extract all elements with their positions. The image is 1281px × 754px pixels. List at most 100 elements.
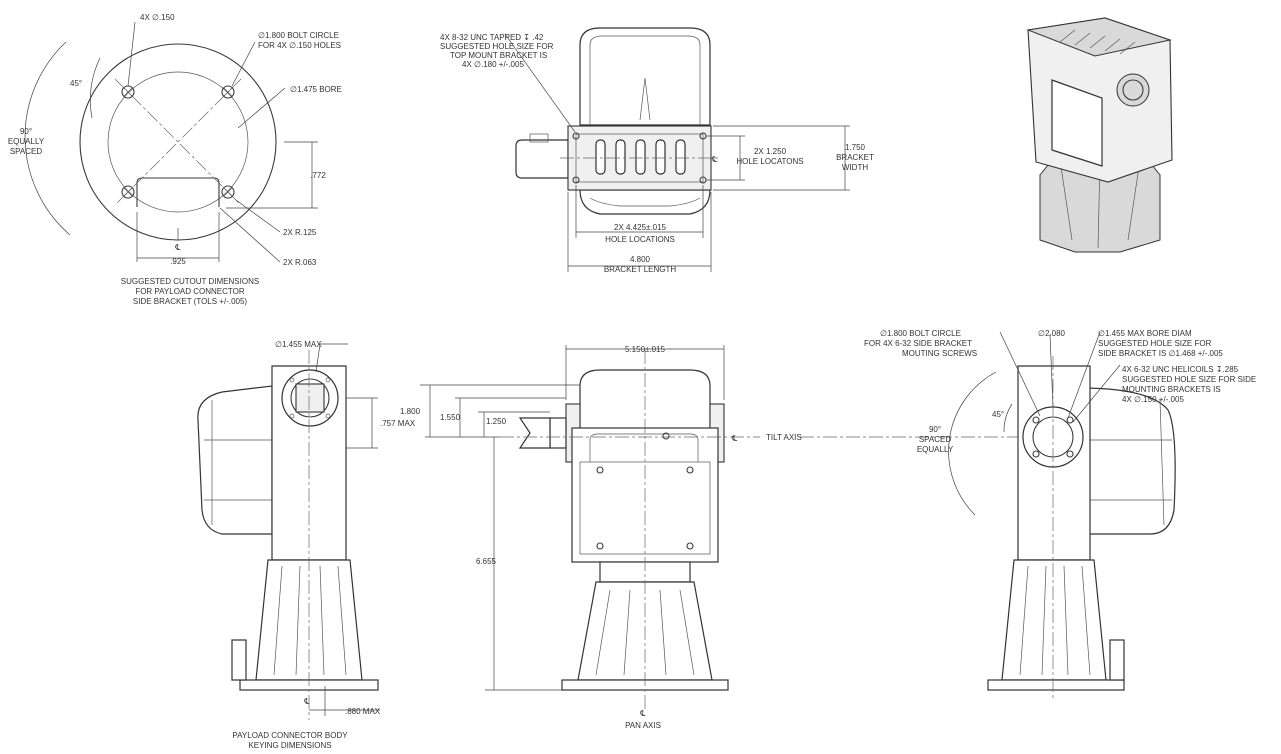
top-slot-5 <box>675 139 686 175</box>
top-bracket-length-label: 4.800 <box>630 255 651 264</box>
left-connector <box>231 639 247 681</box>
top-hole-length-label: 2X 4.425±.015 <box>614 223 667 232</box>
top-tapped-label: 4X 8-32 UNC TAPPED ↧ .42 <box>440 33 544 42</box>
cutout-90deg-arc <box>24 41 71 236</box>
cutout-note-line2: FOR PAYLOAD CONNECTOR <box>135 287 245 296</box>
left-note-line2: KEYING DIMENSIONS <box>248 741 331 750</box>
front-tilt-centerline-symbol: ℄ <box>731 434 738 443</box>
top-connector-body <box>515 139 569 179</box>
left-bulge <box>197 385 273 535</box>
top-hole-length-label-2: HOLE LOCATIONS <box>605 235 675 244</box>
front-1550-label: 1.550 <box>440 413 461 422</box>
front-tilt-axis-label: TILT AXIS <box>766 433 802 442</box>
right-foot <box>987 679 1125 691</box>
top-base <box>579 189 711 215</box>
top-tapped-label-4: 4X ∅.180 +/-.005 <box>462 60 524 69</box>
right-heli-label-2: SUGGESTED HOLE SIZE FOR SIDE <box>1122 375 1256 384</box>
front-screw-3 <box>596 542 604 550</box>
top-view: 4X 8-32 UNC TAPPED ↧ .42 SUGGESTED HOLE … <box>440 27 874 274</box>
front-screw-1 <box>596 466 604 474</box>
right-bulge <box>1079 387 1176 535</box>
right-pedestal <box>1001 559 1107 681</box>
iso-tilt-flange <box>1116 73 1150 107</box>
top-slot-4 <box>655 139 666 175</box>
cutout-bolt-circle-label: ∅1.800 BOLT CIRCLE <box>258 31 339 40</box>
cutout-centerline-a <box>114 78 242 206</box>
top-hole-loc-label: 2X 1.250 <box>754 147 787 156</box>
right-spaced-label: SPACED <box>919 435 952 444</box>
left-side-view: ∅1.455 MAX .757 MAX ℄ .880 MAX PAYLOAD C… <box>197 340 416 750</box>
top-slot-2 <box>615 139 626 175</box>
isometric-view <box>1026 17 1173 253</box>
right-2080-label: ∅2.080 <box>1038 329 1066 338</box>
top-slot-3 <box>635 139 646 175</box>
left-max-bore-label: ∅1.455 MAX <box>275 340 322 349</box>
top-slot-1 <box>595 139 606 175</box>
left-880-label: .880 MAX <box>345 707 381 716</box>
cutout-hole-br <box>221 185 235 199</box>
cutout-hole-tl <box>121 85 135 99</box>
right-bore-label-2: SUGGESTED HOLE SIZE FOR <box>1098 339 1212 348</box>
right-heli-2 <box>1066 416 1074 424</box>
cutout-note-line3: SIDE BRACKET (TOLS +/-.005) <box>133 297 248 306</box>
top-bracket-width-label-3: WIDTH <box>842 163 868 172</box>
front-screw-4 <box>686 542 694 550</box>
front-1800-label: 1.800 <box>400 407 421 416</box>
top-tapped-label-3: TOP MOUNT BRACKET IS <box>450 51 547 60</box>
right-connector <box>1109 639 1125 681</box>
iso-top-bracket <box>1026 17 1172 57</box>
top-centerline-symbol: ℄ <box>711 155 718 164</box>
cutout-centerline-symbol: ℄ <box>174 243 181 252</box>
right-heli-3 <box>1032 450 1040 458</box>
cutout-centerline-b <box>114 78 242 206</box>
cutout-bore-label: ∅1.475 BORE <box>290 85 342 94</box>
right-45deg-arc <box>1003 403 1013 433</box>
top-hole-bl <box>572 176 580 184</box>
left-note-line1: PAYLOAD CONNECTOR BODY <box>232 731 348 740</box>
cutout-r063-label: 2X R.063 <box>283 258 317 267</box>
left-centerline-symbol: ℄ <box>303 697 310 706</box>
left-key-slot <box>295 383 325 413</box>
top-bracket-width-label-2: BRACKET <box>836 153 874 162</box>
right-45deg-label: 45° <box>992 410 1004 419</box>
right-bore-label: ∅1.455 MAX BORE DIAM <box>1098 329 1192 338</box>
cutout-hole-bl <box>121 185 135 199</box>
front-pan-centerline-symbol: ℄ <box>639 709 646 718</box>
right-heli-label: 4X 6-32 UNC HELICOILS ↧.285 <box>1122 365 1239 374</box>
front-connector <box>518 417 551 449</box>
cutout-772-label: .772 <box>310 171 326 180</box>
front-1250-label: 1.250 <box>486 417 507 426</box>
cutout-45deg-arc <box>89 57 101 119</box>
top-tapped-label-2: SUGGESTED HOLE SIZE FOR <box>440 42 554 51</box>
front-tilt-hub <box>549 417 567 449</box>
cutout-equally-label: EQUALLY <box>8 137 45 146</box>
top-hole-tl <box>572 132 580 140</box>
right-heli-label-4: 4X ∅.150 +/-.005 <box>1122 395 1184 404</box>
cutout-hole-tr <box>221 85 235 99</box>
front-view: 5.150±.015 1.800 1.550 1.250 6.655 ℄ TIL… <box>400 345 1030 730</box>
right-heli-4 <box>1066 450 1074 458</box>
cutout-view: 4X ∅.150 ∅1.800 BOLT CIRCLE FOR 4X ∅.150… <box>8 13 342 306</box>
front-width-label: 5.150±.015 <box>625 345 666 354</box>
top-upper-housing <box>579 27 711 126</box>
right-bore-label-3: SIDE BRACKET IS ∅1.468 +/-.005 <box>1098 349 1223 358</box>
right-bolt-circle-label: ∅1.800 BOLT CIRCLE <box>880 329 961 338</box>
cutout-90deg-label: 90° <box>20 127 32 136</box>
right-side-view: ∅1.800 BOLT CIRCLE FOR 4X 6-32 SIDE BRAC… <box>864 329 1256 700</box>
top-hole-loc-label-2: HOLE LOCATONS <box>736 157 803 166</box>
right-heli-1 <box>1032 416 1040 424</box>
cutout-bore-circle <box>107 71 249 213</box>
cutout-r125-label: 2X R.125 <box>283 228 317 237</box>
cutout-holes-label: 4X ∅.150 <box>140 13 175 22</box>
front-screw-5 <box>662 432 670 440</box>
right-bolt-circle-label-3: MOUTING SCREWS <box>902 349 977 358</box>
top-bracket-length-label-2: BRACKET LENGTH <box>604 265 677 274</box>
cutout-bolt-circle-label-2: FOR 4X ∅.150 HOLES <box>258 41 341 50</box>
right-90deg-label: 90° <box>929 425 941 434</box>
front-6655-label: 6.655 <box>476 557 497 566</box>
top-bracket-width-label: 1.750 <box>845 143 866 152</box>
right-equally-label: EQUALLY <box>917 445 954 454</box>
front-pan-axis-label: PAN AXIS <box>625 721 661 730</box>
cutout-45deg-label: 45° <box>70 79 82 88</box>
